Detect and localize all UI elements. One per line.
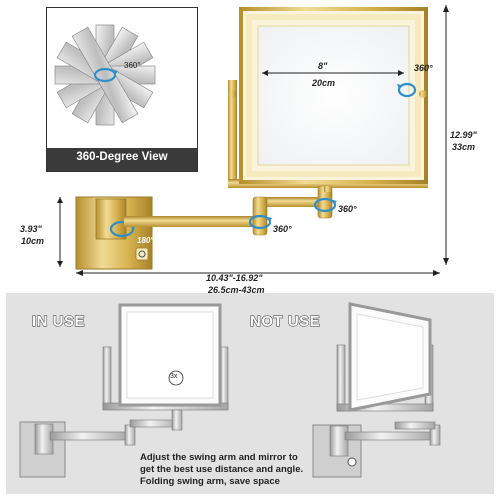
plate-height-in: 3.93" (20, 224, 42, 234)
joint1-rotate-label: 360° (273, 224, 292, 234)
mirror-width-in: 8" (318, 61, 328, 71)
rotating-mirror-blades (54, 24, 156, 126)
plate-rotate-label: 180° (137, 236, 154, 245)
swing-arm-1 (124, 216, 264, 227)
mirror-light-ring (246, 14, 421, 177)
not-use-label: NOT USE (249, 312, 321, 330)
mirror-rotate-label: 360° (414, 63, 433, 73)
height-cm: 33cm (452, 142, 476, 152)
height-in: 12.99" (450, 130, 477, 140)
rotation-inset: 360° 360-Degree View (46, 7, 198, 172)
yoke-left (228, 80, 237, 188)
joint2-rotate-label: 360° (338, 204, 357, 214)
inset-caption: 360-Degree View (76, 151, 168, 163)
caption-line-3: Folding swing arm, save space (140, 476, 280, 487)
rotation-illustration (54, 24, 156, 126)
inset-rotate-label: 360° (124, 61, 141, 70)
caption-line-1: Adjust the swing arm and mirror to (140, 452, 298, 463)
joint1-rotate-icon (248, 214, 272, 230)
mirror-rotate-icon (397, 82, 417, 98)
touch-button-icon (135, 247, 149, 261)
in-use-label: IN USE (31, 312, 86, 330)
magnify-badge (168, 370, 184, 386)
usage-caption: Adjust the swing arm and mirror to get t… (140, 452, 380, 488)
rotate-arrow-icon (93, 67, 118, 83)
caption-line-2: get the best use distance and angle. (140, 464, 304, 475)
plate-height-cm: 10cm (21, 236, 45, 246)
mirror-stem (324, 186, 332, 192)
extend-cm: 26.5cm-43cm (208, 285, 265, 295)
mirror-glass (257, 25, 410, 166)
swing-arm-2 (258, 197, 328, 207)
not-use-mirror (312, 302, 441, 478)
joint2-rotate-icon (313, 197, 337, 213)
extend-in: 10.43"-16.92" (206, 273, 263, 283)
inset-caption-bar (47, 148, 197, 171)
magnify-label: 3x (170, 373, 178, 380)
in-use-mirror (19, 303, 229, 478)
gold-mirror-product (57, 5, 449, 276)
mirror-width-cm: 20cm (312, 78, 336, 88)
